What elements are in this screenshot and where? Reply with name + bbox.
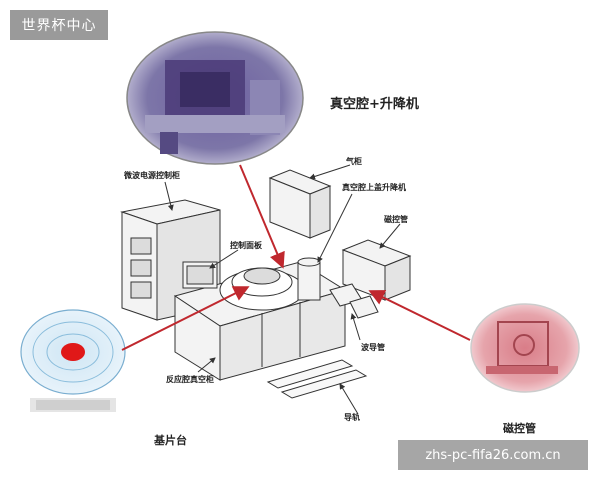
- control-panel-monitor: [183, 262, 217, 288]
- gas-cabinet: [270, 170, 330, 238]
- label-vacuum-lift: 真空腔+升降机: [330, 96, 419, 112]
- label-magnet-control: 磁控管: [384, 214, 408, 224]
- label-microwave-cabinet: 微波电源控制柜: [123, 170, 180, 180]
- label-substrate-stage: 基片台: [153, 433, 187, 447]
- lid-lift-cylinder: [298, 258, 320, 300]
- watermark-url-banner: zhs-pc-fifa26.com.cn: [398, 440, 588, 470]
- label-rail: 导轨: [344, 412, 360, 422]
- label-control-panel: 控制面板: [230, 240, 263, 250]
- label-gas-cabinet: 气柜: [345, 156, 362, 166]
- watermark-badge: 世界杯中心: [10, 10, 108, 40]
- guide-rails: [268, 360, 366, 398]
- label-lid-lift: 真空腔上盖升降机: [342, 182, 406, 192]
- label-waveguide: 波导管: [361, 342, 385, 352]
- pointer-rail: [340, 384, 358, 414]
- substrate-stage-inset: [21, 310, 125, 412]
- pointer-magnet: [380, 224, 400, 248]
- vacuum-chamber-photo-inset: [127, 32, 303, 164]
- pointer-gas: [310, 165, 350, 178]
- arrow-magnetron: [372, 292, 470, 340]
- magnetron-photo-inset: [471, 304, 579, 392]
- label-magnetron: 磁控管: [503, 421, 536, 435]
- label-reaction-cabinet: 反应腔真空柜: [166, 374, 214, 384]
